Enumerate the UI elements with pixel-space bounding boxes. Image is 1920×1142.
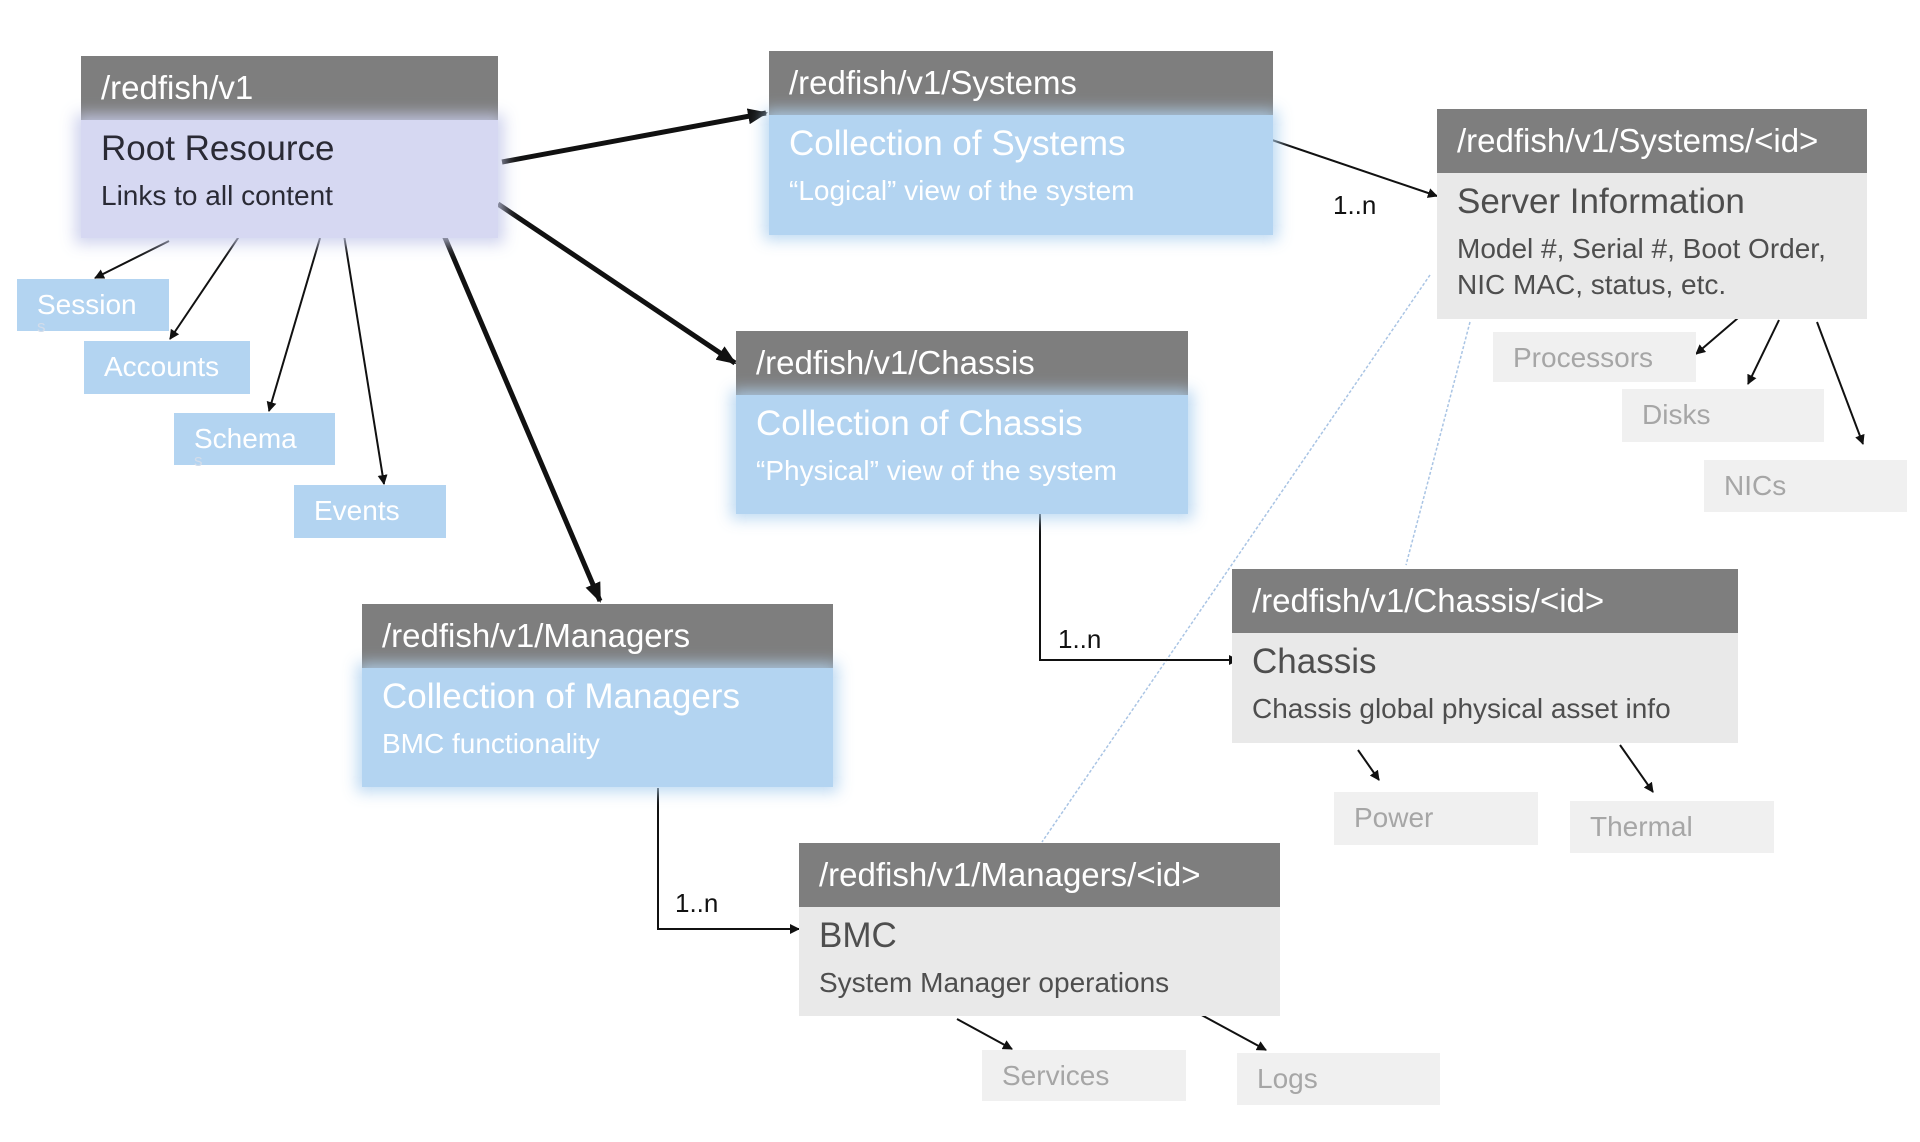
nics-label: NICs	[1724, 470, 1787, 501]
root-to-managers-arrow	[437, 230, 606, 604]
root-to-systems-arrow	[500, 107, 768, 168]
processors-label: Processors	[1513, 342, 1654, 373]
schemas-label-wrap: s	[194, 451, 203, 470]
accounts-label: Accounts	[104, 351, 220, 382]
manager-instance-node: /redfish/v1/Managers/<id> BMC System Man…	[799, 843, 1280, 1016]
sessions-label-wrap: s	[37, 317, 46, 336]
disks-label: Disks	[1642, 399, 1711, 430]
root-desc: Links to all content	[101, 180, 333, 211]
logs-label: Logs	[1257, 1063, 1318, 1094]
systems-title: Collection of Systems	[789, 124, 1126, 163]
arrow-to-services	[956, 1018, 1013, 1050]
chassis-instance-desc: Chassis global physical asset info	[1252, 693, 1671, 724]
systems-path: /redfish/v1/Systems	[769, 51, 1273, 115]
chassis-collection-node: /redfish/v1/Chassis Collection of Chassi…	[736, 331, 1188, 514]
services-label: Services	[1002, 1060, 1110, 1091]
arrow-to-processors	[1695, 317, 1739, 355]
systems-cardinality-label: 1..n	[1333, 190, 1377, 220]
sessions-label: Session	[37, 289, 137, 320]
chassis-instance-title: Chassis	[1252, 642, 1377, 681]
power-leaf: Power	[1334, 792, 1538, 845]
managers-path: /redfish/v1/Managers	[362, 604, 833, 668]
system-instance-title: Server Information	[1457, 182, 1745, 221]
services-leaf: Services	[982, 1050, 1186, 1101]
managers-cardinality-label: 1..n	[675, 888, 719, 918]
managers-collection-node: /redfish/v1/Managers Collection of Manag…	[362, 604, 833, 787]
link-system-to-chassis	[1405, 321, 1471, 566]
schemas-label: Schema	[194, 423, 297, 454]
arrow-to-thermal	[1619, 744, 1654, 793]
chassis-desc: “Physical” view of the system	[756, 455, 1117, 486]
link-system-to-manager	[1041, 274, 1431, 843]
managers-to-instance-arrow	[657, 788, 800, 934]
arrow-to-events	[343, 234, 388, 485]
nics-leaf: NICs	[1704, 460, 1907, 512]
systems-collection-node: /redfish/v1/Systems Collection of System…	[769, 51, 1273, 235]
arrow-to-schemas	[266, 237, 321, 412]
arrow-to-nics	[1816, 321, 1865, 445]
arrow-to-accounts	[169, 234, 241, 340]
manager-instance-desc: System Manager operations	[819, 967, 1170, 998]
accounts-leaf: Accounts	[84, 341, 250, 394]
disks-leaf: Disks	[1622, 389, 1824, 442]
systems-to-instance-arrow	[1271, 139, 1438, 198]
root-title: Root Resource	[101, 129, 335, 168]
chassis-title: Collection of Chassis	[756, 404, 1083, 443]
chassis-path: /redfish/v1/Chassis	[736, 331, 1188, 395]
events-label: Events	[314, 495, 400, 526]
manager-instance-title: BMC	[819, 916, 897, 955]
arrow-to-sessions	[94, 240, 170, 279]
managers-desc: BMC functionality	[382, 728, 600, 759]
chassis-to-instance-arrow	[1039, 513, 1239, 665]
system-instance-node: /redfish/v1/Systems/<id> Server Informat…	[1437, 109, 1867, 319]
schemas-leaf: Schema s	[174, 413, 335, 470]
thermal-label: Thermal	[1590, 811, 1693, 842]
chassis-instance-node: /redfish/v1/Chassis/<id> Chassis Chassis…	[1232, 569, 1738, 743]
chassis-cardinality-label: 1..n	[1058, 624, 1102, 654]
manager-instance-path: /redfish/v1/Managers/<id>	[799, 843, 1280, 907]
managers-title: Collection of Managers	[382, 677, 740, 716]
thermal-leaf: Thermal	[1570, 801, 1774, 853]
logs-leaf: Logs	[1237, 1053, 1440, 1105]
chassis-instance-path: /redfish/v1/Chassis/<id>	[1232, 569, 1738, 633]
systems-desc: “Logical” view of the system	[789, 175, 1135, 206]
power-label: Power	[1354, 802, 1434, 833]
sessions-leaf: Session s	[17, 279, 169, 336]
arrow-to-power	[1357, 749, 1380, 781]
root-resource-node: /redfish/v1 Root Resource Links to all c…	[81, 56, 498, 238]
root-path: /redfish/v1	[81, 56, 498, 120]
processors-leaf: Processors	[1493, 332, 1696, 382]
arrow-to-disks	[1747, 319, 1780, 385]
arrow-to-logs	[1195, 1011, 1267, 1051]
root-to-chassis-arrow	[494, 199, 739, 368]
events-leaf: Events	[294, 485, 446, 538]
system-instance-desc: Model #, Serial #, Boot Order, NIC MAC, …	[1457, 233, 1826, 300]
system-instance-path: /redfish/v1/Systems/<id>	[1437, 109, 1867, 173]
